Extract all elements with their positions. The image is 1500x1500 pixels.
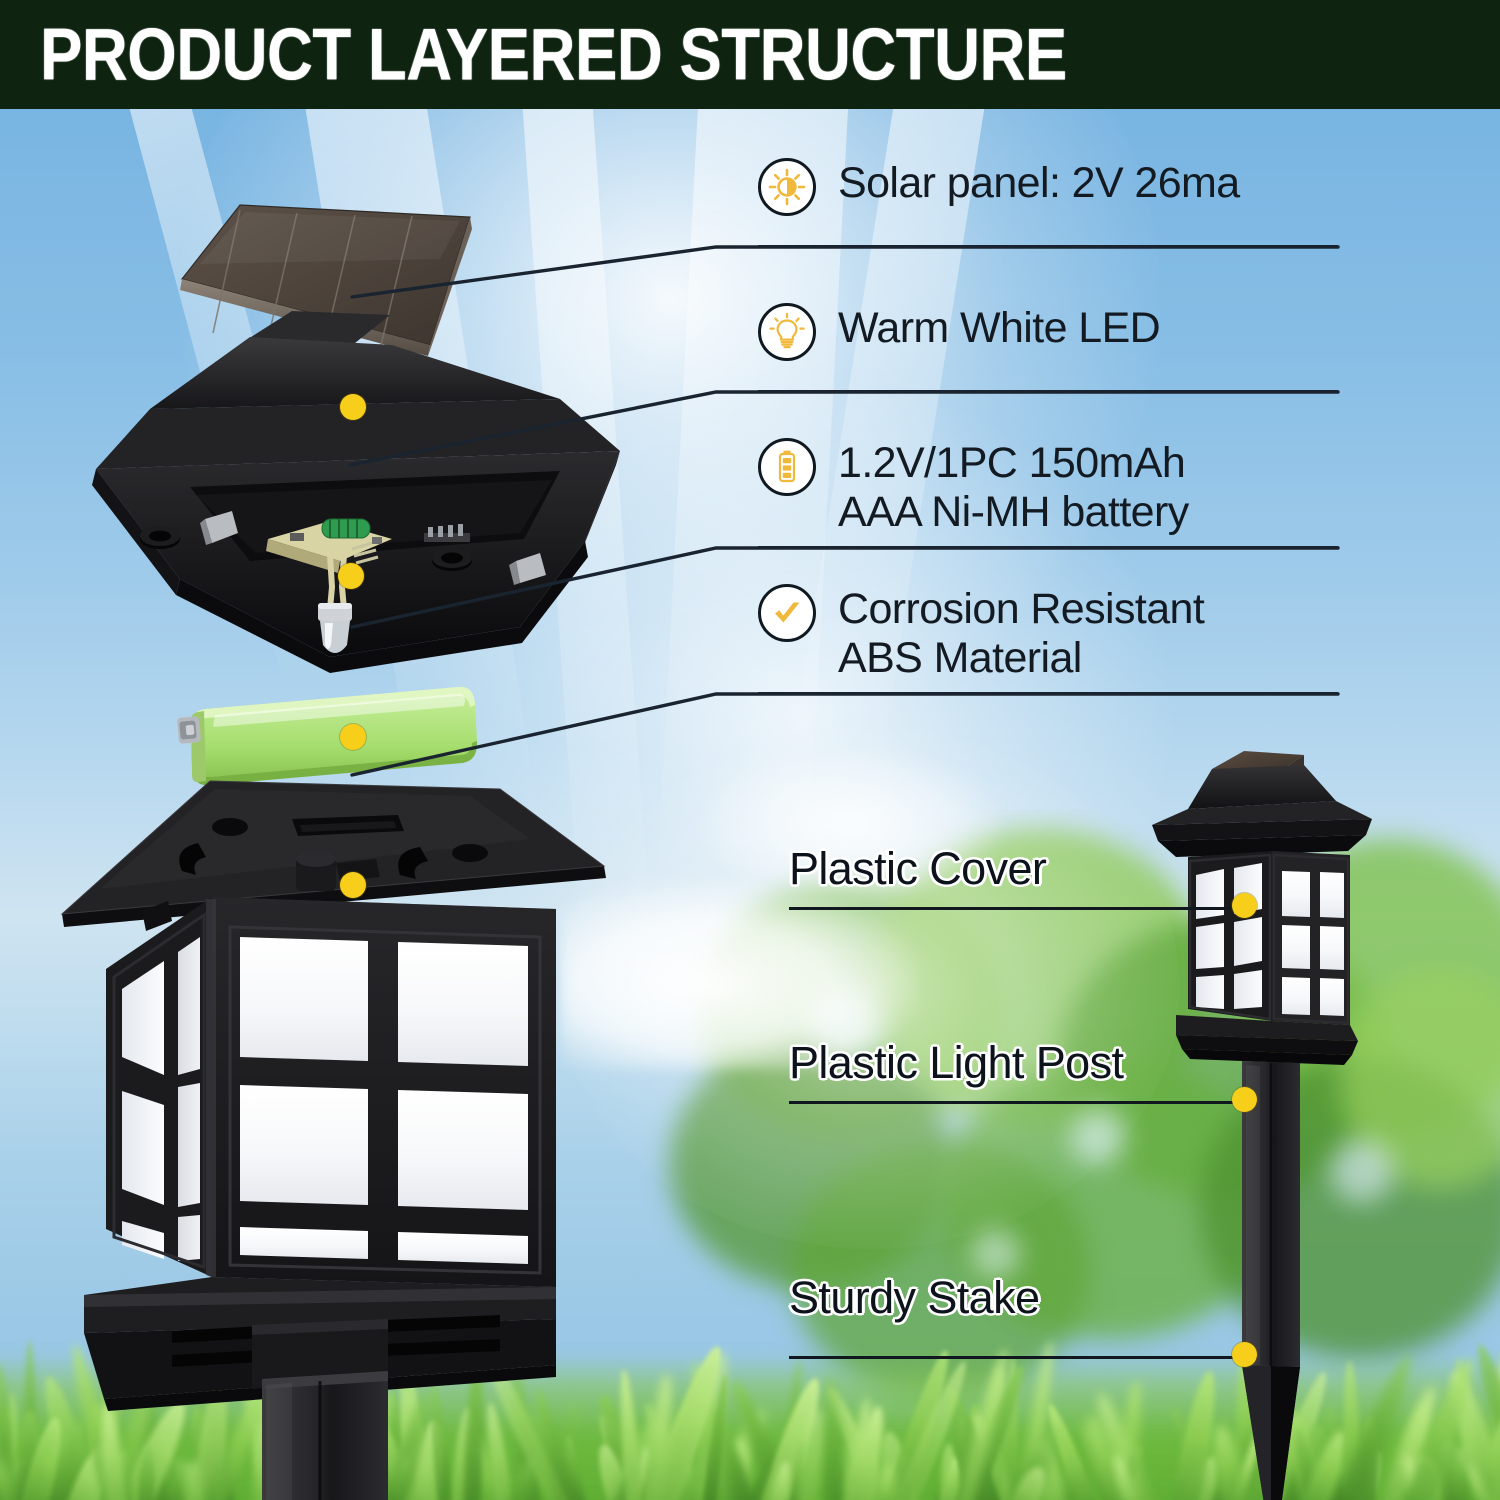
callout-label: Corrosion Resistant ABS Material bbox=[838, 585, 1205, 683]
callout-label: Solar panel: 2V 26ma bbox=[838, 159, 1240, 207]
callout-label: Warm White LED bbox=[838, 304, 1161, 352]
sun-ray bbox=[300, 109, 539, 830]
sun-icon bbox=[758, 158, 816, 216]
callout-underline bbox=[758, 245, 1338, 248]
lightbulb-icon bbox=[758, 303, 816, 361]
callout-label: 1.2V/1PC 150mAh AAA Ni-MH battery bbox=[838, 439, 1189, 537]
checkmark-icon bbox=[758, 584, 816, 642]
callout-underline bbox=[758, 692, 1338, 695]
label-sturdy-stake[interactable]: Sturdy Stake bbox=[789, 1272, 1040, 1323]
callout-battery[interactable]: 1.2V/1PC 150mAh AAA Ni-MH battery bbox=[758, 438, 1189, 537]
marker-solar-panel bbox=[340, 394, 366, 420]
marker-light-post bbox=[1232, 1087, 1257, 1112]
sun-ray bbox=[520, 109, 653, 970]
sturdy-stake-rule bbox=[789, 1356, 1257, 1359]
sun-ray bbox=[121, 109, 345, 695]
marker-plastic-cover bbox=[1232, 893, 1257, 918]
background-scene bbox=[0, 109, 1500, 1500]
plastic-cover-rule bbox=[789, 907, 1244, 910]
callout-warm-white-led[interactable]: Warm White LED bbox=[758, 303, 1161, 361]
marker-led bbox=[338, 563, 364, 589]
marker-sturdy-stake bbox=[1232, 1342, 1257, 1367]
page-title: PRODUCT LAYERED STRUCTURE bbox=[40, 13, 1067, 96]
callout-underline bbox=[758, 546, 1338, 549]
label-plastic-cover[interactable]: Plastic Cover bbox=[789, 843, 1047, 894]
header-banner: PRODUCT LAYERED STRUCTURE bbox=[0, 0, 1500, 109]
label-plastic-light-post[interactable]: Plastic Light Post bbox=[789, 1037, 1124, 1088]
marker-abs-plate bbox=[340, 872, 366, 898]
plastic-light-post-rule bbox=[789, 1101, 1257, 1104]
marker-battery bbox=[340, 724, 366, 750]
callout-underline bbox=[758, 390, 1338, 393]
battery-icon bbox=[758, 438, 816, 496]
callout-abs-material[interactable]: Corrosion Resistant ABS Material bbox=[758, 584, 1205, 683]
callout-solar-panel[interactable]: Solar panel: 2V 26ma bbox=[758, 158, 1240, 216]
grass-foreground bbox=[0, 1310, 1500, 1500]
